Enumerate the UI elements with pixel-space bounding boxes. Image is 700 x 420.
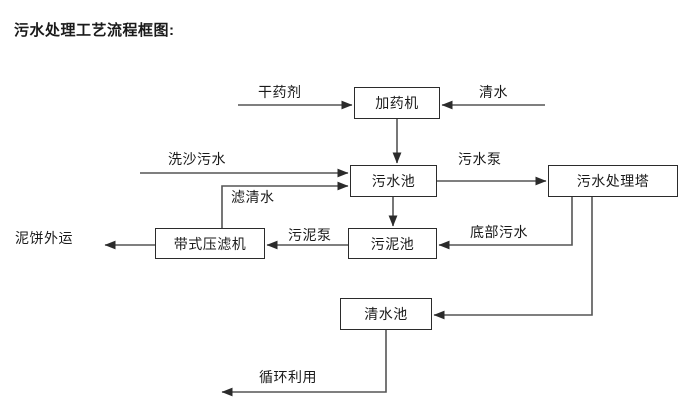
edge-belt-filter-press-to-sewage-pool xyxy=(221,181,349,228)
node-dosing-machine[interactable]: 加药机 xyxy=(354,87,440,119)
node-label: 污水池 xyxy=(371,173,416,189)
edge-label-filtered-water: 滤清水 xyxy=(231,189,275,205)
edge-label-sand-wash-sewage: 洗沙污水 xyxy=(168,151,226,167)
page-title: 污水处理工艺流程框图: xyxy=(14,22,175,39)
edge-label-sludge-pump: 污泥泵 xyxy=(288,227,332,243)
edge-label-dry-agent: 干药剂 xyxy=(258,84,302,100)
edge-label-clean-water-in: 清水 xyxy=(479,84,508,100)
node-belt-filter-press[interactable]: 带式压滤机 xyxy=(155,228,265,259)
edge-label-sewage-pump: 污水泵 xyxy=(458,151,502,167)
node-label: 清水池 xyxy=(364,306,408,322)
terminal-label-mud-cake-out: 泥饼外运 xyxy=(15,230,73,246)
node-treatment-tower[interactable]: 污水处理塔 xyxy=(548,165,678,197)
edge-treatment-tower-to-clean-water-pool xyxy=(433,197,593,320)
node-clean-water-pool[interactable]: 清水池 xyxy=(340,298,432,330)
edge-treatment-tower-to-sludge-pool xyxy=(438,197,573,250)
node-label: 污水处理塔 xyxy=(576,173,650,189)
edge-clean-water-pool-to-recycle xyxy=(221,330,387,397)
node-label: 带式压滤机 xyxy=(173,235,247,252)
node-label: 污泥池 xyxy=(370,235,415,252)
node-label: 加药机 xyxy=(375,95,419,111)
edge-label-bottom-sewage: 底部污水 xyxy=(470,224,528,240)
edge-label-recycle-use: 循环利用 xyxy=(259,369,317,385)
node-sludge-pool[interactable]: 污泥池 xyxy=(348,228,437,259)
node-sewage-pool[interactable]: 污水池 xyxy=(350,165,437,197)
